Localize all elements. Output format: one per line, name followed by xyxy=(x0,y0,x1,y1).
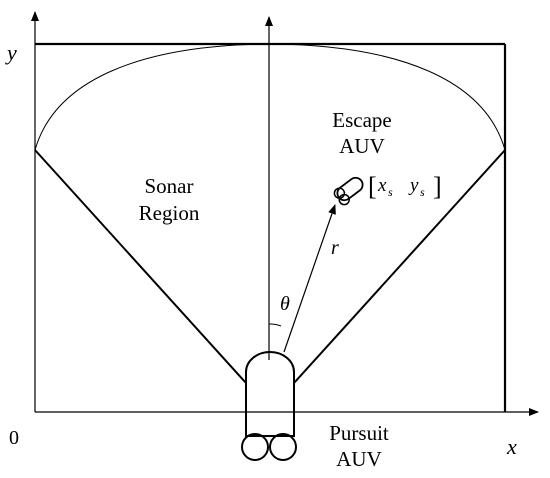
range-label: r xyxy=(331,237,339,259)
sonar-label-line1: Sonar xyxy=(145,174,194,198)
range-vector xyxy=(283,204,336,353)
coordinate-x-symbol: x xyxy=(377,175,387,196)
x-axis-label: x xyxy=(506,434,517,459)
angle-arc xyxy=(268,323,282,327)
sonar-label-line2: Region xyxy=(139,201,200,225)
sonar-edge-left xyxy=(34,149,247,384)
escape-coordinate: [ x s y s ] xyxy=(368,172,442,201)
pursuit-label-line2: AUV xyxy=(336,447,382,471)
origin-label: 0 xyxy=(9,427,19,449)
coordinate-x-subscript: s xyxy=(388,185,393,199)
coordinate-y-symbol: y xyxy=(408,175,419,196)
sonar-arc xyxy=(34,43,506,151)
y-axis-label: y xyxy=(5,40,17,65)
angle-label: θ xyxy=(280,293,290,315)
coordinate-right-bracket: ] xyxy=(433,172,442,201)
pursuit-label-line1: Pursuit xyxy=(329,421,389,445)
coordinate-left-bracket: [ xyxy=(368,172,377,201)
pursuit-auv-icon xyxy=(241,351,297,461)
coordinate-y-subscript: s xyxy=(420,185,425,199)
escape-label-line2: AUV xyxy=(339,134,385,158)
escape-label-line1: Escape xyxy=(332,108,391,132)
sonar-edge-right xyxy=(293,149,506,384)
escape-auv-icon xyxy=(333,176,364,206)
